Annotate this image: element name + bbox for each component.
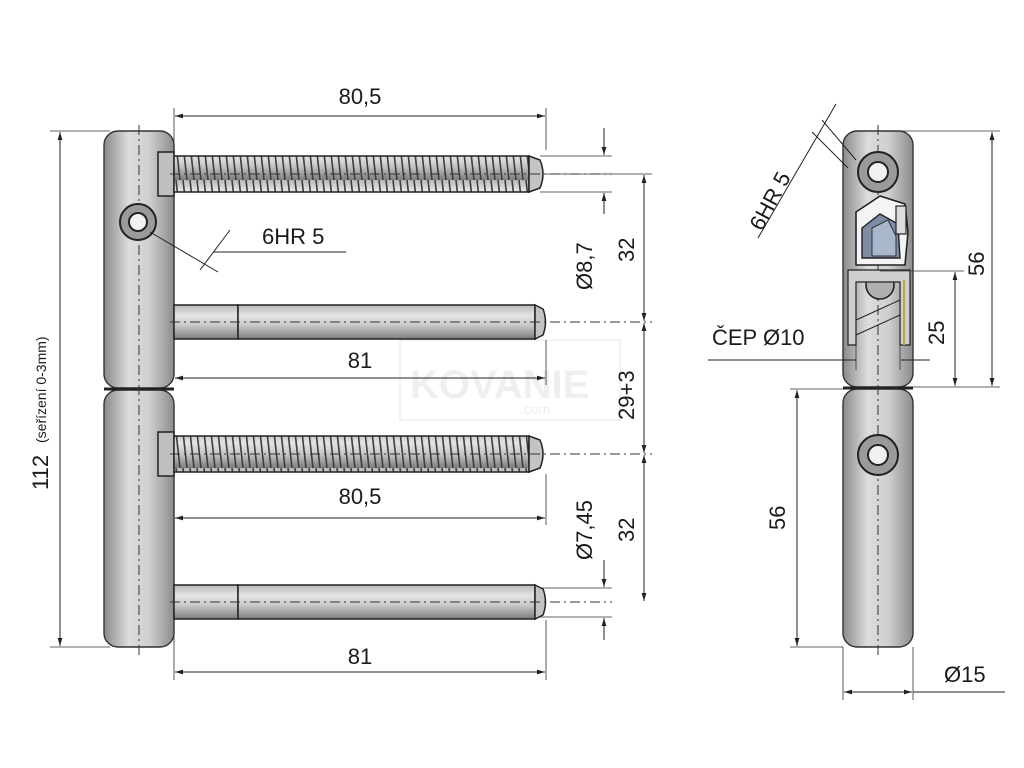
dim-side-hex-key: 6HR 5	[744, 168, 795, 235]
front-view: 80,5 81 80,5 81 6HR 5 Ø8,7 32 29+3	[28, 84, 652, 680]
side-lower-hex-socket-icon	[857, 434, 899, 476]
dim-side-pin-offset: 25	[924, 321, 949, 345]
dim-side-pin-label: ČEP Ø10	[712, 325, 805, 350]
dim-overall-height-note: (seřízení 0-3mm)	[33, 336, 49, 443]
hex-socket-icon	[119, 203, 157, 241]
side-hex-socket-icon	[857, 151, 899, 193]
watermark-subtext: .com	[520, 401, 550, 417]
side-view: 6HR 5 56 25 ČEP Ø10 56 Ø15	[708, 103, 1005, 700]
dim-top-screw-diameter: Ø8,7	[572, 242, 597, 290]
dim-side-diameter: Ø15	[944, 662, 986, 687]
dim-side-top-height: 56	[964, 252, 989, 276]
dim-middle-spacing: 29+3	[614, 370, 639, 420]
adjustment-mechanism	[847, 195, 911, 346]
dim-bottom-pin-length: 81	[348, 644, 372, 669]
dim-bottom-spacing: 32	[614, 518, 639, 542]
dim-top-screw-length: 80,5	[339, 84, 382, 109]
watermark: KOVANIE .com	[399, 339, 621, 421]
dim-top-spacing: 32	[614, 238, 639, 262]
dim-bottom-screw-length: 80,5	[339, 484, 382, 509]
dim-bottom-screw-diameter: Ø7,45	[572, 500, 597, 560]
dim-top-pin-length: 81	[348, 348, 372, 373]
watermark-text: KOVANIE	[410, 363, 589, 407]
dim-overall-height: 112	[28, 455, 53, 490]
dim-front-hex-key: 6HR 5	[262, 224, 324, 249]
dim-side-bottom-height: 56	[765, 506, 790, 530]
